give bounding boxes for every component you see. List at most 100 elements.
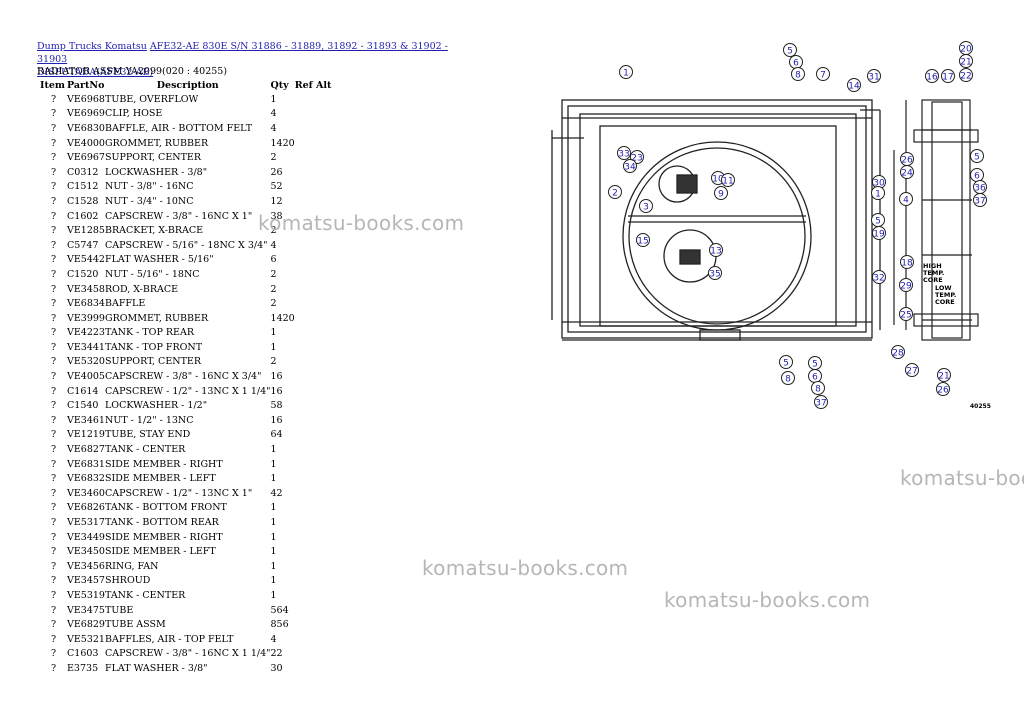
cell-ref xyxy=(295,296,332,311)
callout-number: 1 xyxy=(623,69,629,79)
col-header-qty: Qty xyxy=(270,79,289,91)
cell-item: ? xyxy=(50,341,57,353)
cell-qty: 16 xyxy=(270,371,283,383)
col-header-description: Description xyxy=(156,79,219,91)
cell-description: CAPSCREW - 3/8" - 16NC X 1 1/4" xyxy=(105,648,271,660)
callout-24: 24 xyxy=(900,165,914,179)
cell-partno: C1512 xyxy=(67,181,99,193)
cell-partno: VE1285 xyxy=(67,225,105,237)
cell-partno: VE6967 xyxy=(67,152,105,164)
cell-partno: VE6830 xyxy=(67,122,105,134)
cell-item: ? xyxy=(50,371,57,383)
cell-item: ? xyxy=(50,93,57,105)
cell-ref xyxy=(295,311,332,326)
cell-ref xyxy=(295,238,332,253)
breadcrumb-link-disputada[interactable]: DISPUTADA(AFE32-AE) xyxy=(37,67,154,78)
cell-qty: 1420 xyxy=(270,312,295,324)
cell-description: TANK - TOP FRONT xyxy=(105,341,203,353)
callout-number: 2 xyxy=(612,189,618,199)
watermark-text: komatsu-books.com xyxy=(258,211,465,235)
high-temp-label-3: CORE xyxy=(923,276,943,284)
callout-33: 33 xyxy=(617,146,631,160)
cell-description: CLIP, HOSE xyxy=(105,108,163,120)
cell-qty: 22 xyxy=(270,648,283,660)
cell-qty: 856 xyxy=(270,619,289,631)
cell-item: ? xyxy=(50,604,57,616)
callout-27: 27 xyxy=(905,363,919,377)
cell-ref xyxy=(295,544,332,559)
high-temp-label-2: TEMP. xyxy=(923,269,944,277)
cell-ref xyxy=(295,632,332,647)
cell-item: ? xyxy=(50,473,57,485)
cell-description: FLAT WASHER - 5/16" xyxy=(105,254,214,266)
cell-description: SIDE MEMBER - RIGHT xyxy=(105,531,223,543)
cell-item: ? xyxy=(50,560,57,572)
cell-description: SUPPORT, CENTER xyxy=(105,152,201,164)
cell-ref xyxy=(295,457,332,472)
cell-ref xyxy=(295,384,332,399)
callout-number: 5 xyxy=(783,359,789,369)
cell-description: GROMMET, RUBBER xyxy=(105,312,209,324)
callout-22: 22 xyxy=(959,68,973,82)
callout-number: 13 xyxy=(710,247,721,257)
cell-description: TUBE, OVERFLOW xyxy=(105,93,199,105)
cell-item: ? xyxy=(50,254,57,266)
cell-ref xyxy=(295,150,332,165)
cell-partno: C1528 xyxy=(67,195,99,207)
callout-number: 5 xyxy=(875,217,881,227)
cell-ref xyxy=(295,588,332,603)
radiator-exploded-diagram: HIGH TEMP. CORE LOW TEMP. CORE 40255 156… xyxy=(551,41,991,410)
cell-item: ? xyxy=(50,458,57,470)
cell-description: ROD, X-BRACE xyxy=(105,283,179,295)
cell-qty: 52 xyxy=(270,181,283,193)
callout-8: 8 xyxy=(781,371,795,385)
callout-number: 7 xyxy=(820,71,826,81)
cell-ref xyxy=(295,121,332,136)
callout-number: 23 xyxy=(631,154,642,164)
cell-partno: VE4000 xyxy=(67,137,105,149)
cell-item: ? xyxy=(50,444,57,456)
callout-5: 5 xyxy=(783,43,797,57)
cell-item: ? xyxy=(50,400,57,412)
cell-item: ? xyxy=(50,648,57,660)
cell-qty: 2 xyxy=(270,225,277,237)
cell-qty: 1 xyxy=(270,575,277,587)
cell-description: BAFFLE xyxy=(105,298,146,310)
low-temp-label-3: CORE xyxy=(935,298,955,306)
cell-partno: VE6834 xyxy=(67,298,105,310)
cell-description: BAFFLE, AIR - BOTTOM FELT xyxy=(105,122,253,134)
callout-number: 20 xyxy=(960,45,972,55)
callout-2: 2 xyxy=(608,185,622,199)
callout-number: 24 xyxy=(901,169,913,179)
table-header-row: Item PartNo Description Qty Ref Alt xyxy=(40,78,331,92)
cell-partno: VE3457 xyxy=(67,575,105,587)
cell-ref xyxy=(295,647,332,662)
breadcrumb-link-model[interactable]: AFE32-AE 830E S/N 31886 - 31889, 31892 -… xyxy=(37,41,448,65)
cell-qty: 42 xyxy=(270,487,283,499)
callout-5: 5 xyxy=(871,213,885,227)
cell-partno: VE6829 xyxy=(67,619,105,631)
callout-number: 22 xyxy=(960,72,971,82)
callout-number: 21 xyxy=(938,372,949,382)
cell-partno: C1540 xyxy=(67,400,99,412)
cell-ref xyxy=(295,326,332,341)
callout-number: 35 xyxy=(709,270,720,280)
callout-1: 1 xyxy=(871,186,885,200)
cell-partno: VE3456 xyxy=(67,560,105,572)
cell-qty: 1 xyxy=(270,327,277,339)
callout-6: 6 xyxy=(808,369,822,383)
cell-qty: 26 xyxy=(270,166,283,178)
callout-36: 36 xyxy=(973,180,987,194)
callout-5: 5 xyxy=(970,149,984,163)
breadcrumb-link-dump-trucks[interactable]: Dump Trucks Komatsu xyxy=(37,41,147,52)
